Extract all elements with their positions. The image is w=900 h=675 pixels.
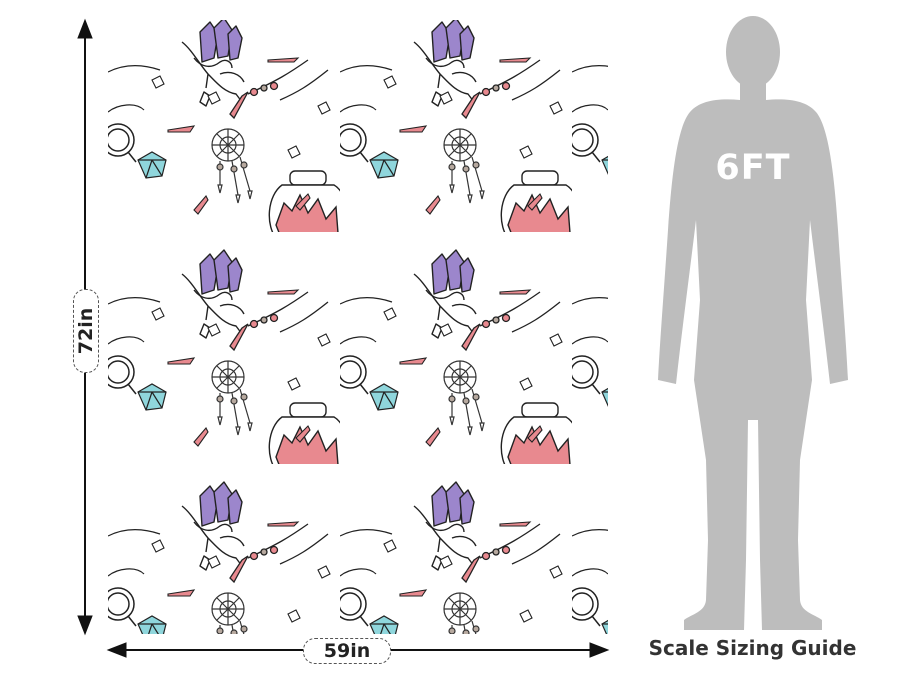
scale-sizing-guide-caption: Scale Sizing Guide — [648, 636, 857, 660]
wallpaper-panel — [108, 20, 608, 634]
human-silhouette-icon — [658, 16, 848, 630]
figure-height-label: 6FT — [715, 148, 791, 188]
height-dimension-label: 72in — [73, 289, 99, 373]
width-dimension-label: 59in — [303, 638, 391, 664]
height-dimension-text: 72in — [75, 307, 98, 355]
width-dimension-text: 59in — [323, 640, 371, 662]
